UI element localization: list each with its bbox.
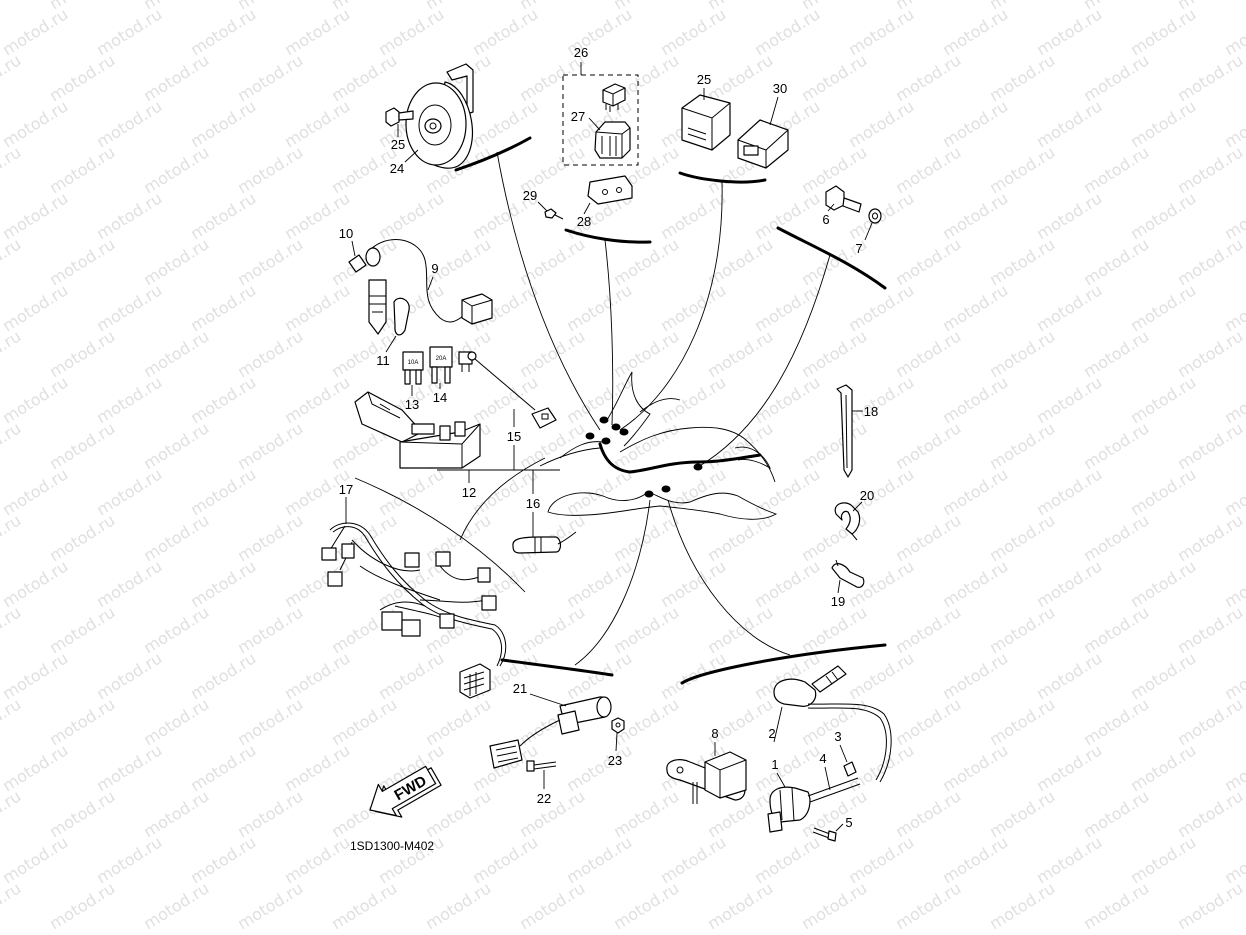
mount-point [644,490,654,498]
mount-point [599,416,609,424]
mount-point [693,463,703,471]
callout-23: 23 [608,753,622,768]
callout-21: 21 [513,681,527,696]
callout-28: 28 [577,214,591,229]
lead-wire [371,239,493,325]
callout-13: 13 [405,397,419,412]
callout-27: 27 [571,109,585,124]
callout-14: 14 [433,390,447,405]
relay-screw [544,208,564,220]
leader-lines [345,62,873,832]
routing-lines [354,151,831,666]
speed-sensor [489,696,612,769]
motorcycle-outline [539,371,778,520]
indicator-plug [512,531,577,554]
coil-screw [812,827,837,842]
relay-assembly-outline [562,74,639,166]
callout-2: 2 [768,726,775,741]
horn-bolt [385,107,414,127]
relay-small [602,83,626,112]
harness-connector [435,551,451,567]
flasher-relay [681,94,731,151]
horn [405,63,474,169]
cable-clamp-lower [831,559,865,589]
callout-25-relay: 25 [697,72,711,87]
wire-harness [321,522,507,699]
group-bars [454,136,887,685]
fuse-10a: 10A [402,351,424,385]
harness-connector [481,595,497,611]
callout-29: 29 [523,188,537,203]
harness-connector [404,552,420,568]
fuse-20a: 20A [429,346,453,384]
washer [868,208,882,224]
forward-arrow: FWD [369,765,442,818]
callout-20: 20 [860,488,874,503]
temperature-sensor [825,185,862,213]
coil-sleeve [807,777,861,803]
callout-9: 9 [431,261,438,276]
callout-6: 6 [822,212,829,227]
callout-16: 16 [526,496,540,511]
harness-connector [439,613,455,629]
callout-26: 26 [574,45,588,60]
callout-11: 11 [376,353,390,368]
mount-point [619,428,629,436]
harness-connector [321,547,337,561]
callout-5: 5 [845,815,852,830]
callout-8: 8 [711,726,718,741]
sub-lead [467,351,557,429]
callout-10: 10 [339,226,353,241]
cable-tie [836,384,853,478]
callout-24: 24 [390,161,404,176]
callout-7: 7 [855,241,862,256]
mount-point [585,432,595,440]
callout-17: 17 [339,482,353,497]
harness-connector [341,543,355,559]
sensor-bolt [526,760,557,772]
fuse-box [354,391,481,469]
fuse-20a-rating: 20A [436,356,447,362]
relay-bracket [587,175,633,205]
neutral-switch [368,279,410,336]
callout-18: 18 [864,404,878,419]
callout-12: 12 [462,485,476,500]
sensor-nut [611,717,625,734]
callout-25-bolt: 25 [391,137,405,152]
callout-19: 19 [831,594,845,609]
wire-clip [348,247,381,273]
diagram-code: 1SD1300-M402 [350,839,434,853]
fuse-10a-rating: 10A [408,360,419,366]
relay-unit [737,119,789,169]
harness-connector [381,611,403,631]
callout-15: 15 [507,429,521,444]
callout-22: 22 [537,791,551,806]
harness-connector [327,571,343,587]
mount-point [611,423,621,431]
mount-point [601,437,611,445]
callout-1: 1 [771,757,778,772]
mounting-bracket [666,751,747,804]
spark-plug-cap [773,665,892,783]
harness-connector [401,619,421,637]
harness-connector [477,567,491,583]
callout-30: 30 [773,81,787,96]
callout-4: 4 [819,751,826,766]
relay-holder [594,121,631,159]
callout-labels: 26 27 25 30 25 24 29 28 6 7 10 9 11 13 1… [339,45,878,830]
callout-3: 3 [834,729,841,744]
cable-clip [843,761,857,777]
mount-point [661,485,671,493]
ignition-coil [767,786,811,833]
